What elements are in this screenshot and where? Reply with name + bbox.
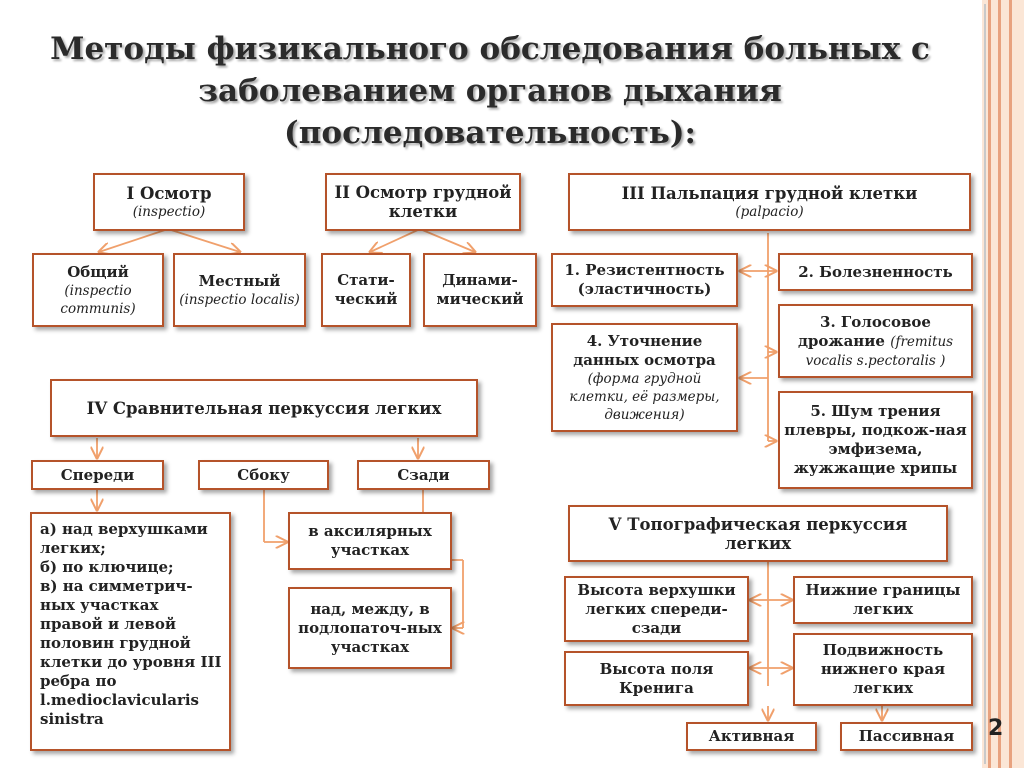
decorative-stripes: [982, 0, 1024, 768]
comparative-percussion-box: IV Сравнительная перкуссия легких: [50, 379, 478, 437]
palpation-item-4-label: 4. Уточнение данных осмотра: [573, 331, 716, 369]
active-box: Активная: [686, 722, 817, 751]
palpation-box: III Пальпация грудной клетки (palpacio): [568, 173, 971, 231]
static-label: Стати-ческий: [334, 271, 398, 308]
local-inspection-label: Местный: [198, 271, 281, 290]
kroenig-field-label: Высота поля Кренига: [599, 659, 714, 697]
side-box: Сбоку: [198, 460, 329, 490]
palpation-item-3: 3. Голосовое дрожание (fremitus vocalis …: [778, 304, 973, 378]
active-label: Активная: [708, 727, 795, 745]
palpation-latin: (palpacio): [735, 203, 804, 220]
title-line-3: (последовательность):: [284, 115, 696, 151]
palpation-item-3-label: 3. Голосовое дрожание: [797, 312, 931, 350]
local-inspection-latin: (inspectio localis): [179, 291, 300, 308]
back-detail-box: над, между, в подлопаточ-ных участках: [288, 587, 452, 669]
lower-edge-mobility-box: Подвижность нижнего края легких: [793, 633, 973, 706]
passive-label: Пассивная: [858, 727, 955, 745]
passive-box: Пассивная: [840, 722, 973, 751]
palpation-item-4-latin: (форма грудной клетки, её размеры, движе…: [569, 370, 720, 423]
palpation-label: III Пальпация грудной клетки: [621, 183, 918, 203]
dynamic-box: Динами-мический: [423, 253, 537, 327]
palpation-item-5: 5. Шум трения плевры, подкож-ная эмфизем…: [778, 391, 973, 489]
front-detail-text: а) над верхушками легких; б) по ключице;…: [40, 520, 222, 728]
back-label: Сзади: [397, 465, 450, 484]
page-border: [6, 4, 986, 764]
side-label: Сбоку: [237, 465, 290, 484]
apex-height-box: Высота верхушки легких спереди-сзади: [564, 576, 749, 642]
palpation-item-5-label: 5. Шум трения плевры, подкож-ная эмфизем…: [784, 402, 967, 477]
topographic-percussion-box: V Топографическая перкуссия легких: [568, 505, 948, 562]
front-box: Спереди: [31, 460, 164, 490]
back-box: Сзади: [357, 460, 490, 490]
page-title: Методы физикального обследования больных…: [30, 28, 950, 154]
local-inspection-box: Местный (inspectio localis): [173, 253, 306, 327]
palpation-item-2: 2. Болезненность: [778, 253, 973, 291]
chest-inspection-box: II Осмотр грудной клетки: [325, 173, 521, 231]
inspection-box: I Осмотр (inspectio): [93, 173, 245, 231]
palpation-item-2-label: 2. Болезненность: [798, 262, 953, 281]
title-line-2: заболеванием органов дыхания: [198, 73, 782, 109]
palpation-item-1-label: 1. Резистентность (эластичность): [564, 261, 725, 298]
back-detail-text: над, между, в подлопаточ-ных участках: [298, 599, 442, 656]
kroenig-field-box: Высота поля Кренига: [564, 651, 749, 706]
palpation-item-1: 1. Резистентность (эластичность): [551, 253, 738, 307]
palpation-item-3-latin: (fremitus vocalis s.pectoralis ): [805, 333, 954, 369]
inspection-label: I Осмотр: [126, 183, 212, 203]
front-label: Спереди: [60, 465, 135, 484]
topographic-percussion-label: V Топографическая перкуссия легких: [608, 514, 908, 553]
front-detail-box: а) над верхушками легких; б) по ключице;…: [30, 512, 231, 751]
lower-edge-mobility-label: Подвижность нижнего края легких: [820, 641, 946, 697]
dynamic-label: Динами-мический: [436, 271, 524, 308]
lower-borders-box: Нижние границы легких: [793, 576, 973, 624]
page-number: 2: [988, 716, 1004, 741]
palpation-item-4: 4. Уточнение данных осмотра (форма грудн…: [551, 323, 738, 432]
lower-borders-label: Нижние границы легких: [805, 581, 961, 618]
general-inspection-latin: (inspectio communis): [60, 282, 136, 317]
apex-height-label: Высота верхушки легких спереди-сзади: [577, 580, 736, 637]
chest-inspection-label: II Осмотр грудной клетки: [334, 183, 512, 221]
side-detail-box: в аксилярных участках: [288, 512, 452, 570]
side-detail-text: в аксилярных участках: [308, 522, 432, 559]
general-inspection-label: Общий: [67, 262, 129, 281]
comparative-percussion-label: IV Сравнительная перкуссия легких: [86, 398, 442, 418]
inspection-latin: (inspectio): [132, 203, 206, 220]
general-inspection-box: Общий (inspectio communis): [32, 253, 164, 327]
static-box: Стати-ческий: [321, 253, 411, 327]
title-line-1: Методы физикального обследования больных…: [50, 31, 930, 67]
